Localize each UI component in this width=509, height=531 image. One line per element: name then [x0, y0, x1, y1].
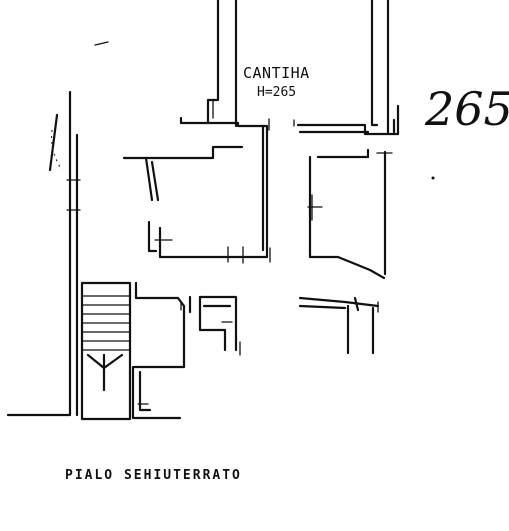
room-label: CANTIHA — [243, 64, 310, 82]
lower-right-walls — [298, 296, 380, 355]
corridor-walls — [206, 0, 390, 136]
stray-marks — [293, 119, 435, 180]
right-room-walls — [296, 104, 400, 280]
lower-middle-walls — [132, 281, 241, 369]
room-height: H=265 — [257, 85, 296, 100]
staircase — [80, 281, 132, 421]
floor-title: PIALO SEHIUTERRATO — [65, 468, 242, 483]
left-exterior-wall — [6, 41, 109, 417]
lower-room-walls — [131, 365, 182, 420]
cantina-room-walls — [122, 116, 271, 264]
sheet-number: 265 — [424, 82, 509, 136]
